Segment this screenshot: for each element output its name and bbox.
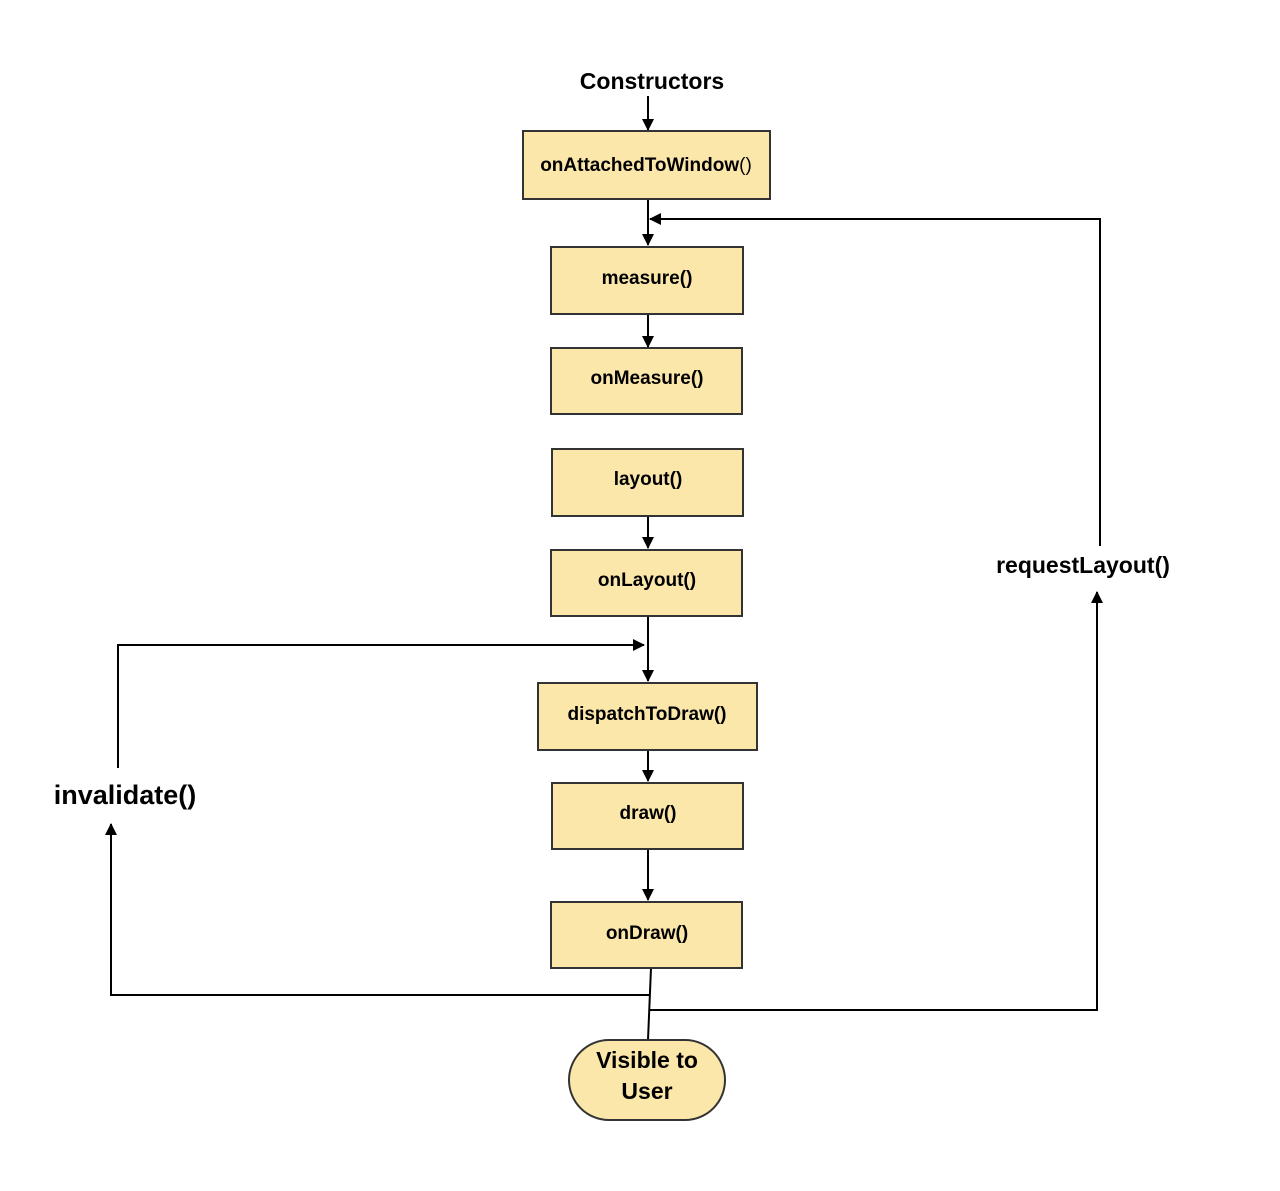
node-label: draw() [620,803,677,824]
node-onlayout: onLayout() [550,549,743,617]
terminal-label-line1: Visible to [596,1047,698,1073]
terminal-box [568,1039,726,1121]
node-box [550,347,743,415]
node-dispatchtodraw: dispatchToDraw() [537,682,758,751]
node-onmeasure: onMeasure() [550,347,743,415]
node-label: onDraw() [606,923,688,944]
edge-ondraw-to-visible [647,967,652,1041]
node-visible-to-user: Visible to User [568,1039,726,1121]
node-ondraw: onDraw() [550,901,743,969]
node-label-parens: () [739,155,752,176]
node-draw: draw() [551,782,744,850]
edge-visible-to-requestlayout [649,591,1103,1011]
node-measure: measure() [550,246,744,315]
constructors-label: Constructors [580,68,724,94]
node-box [550,549,743,617]
edge-visible-to-invalidate [105,823,650,996]
edge-requestlayout-to-measure [649,213,1101,546]
node-box [550,246,744,315]
node-label: onLayout() [598,570,696,591]
node-label: measure() [602,268,693,289]
node-box [551,448,744,517]
node-box [550,901,743,969]
node-box [551,782,744,850]
terminal-label-line2: User [621,1078,672,1104]
request-layout-label: requestLayout() [996,552,1170,578]
node-label: dispatchToDraw() [567,704,726,725]
node-label: layout() [614,469,683,490]
invalidate-label: invalidate() [54,780,197,810]
node-label-name: onAttachedToWindow [540,155,739,176]
node-label: onMeasure() [591,368,704,389]
node-layout: layout() [551,448,744,517]
node-onattachedtowindow: onAttachedToWindow() [522,130,771,200]
node-label: onAttachedToWindow() [540,155,752,176]
node-box [522,130,771,200]
node-box [537,682,758,751]
flow-edges [105,96,1103,1041]
edge-invalidate-to-dispatch [117,639,645,768]
